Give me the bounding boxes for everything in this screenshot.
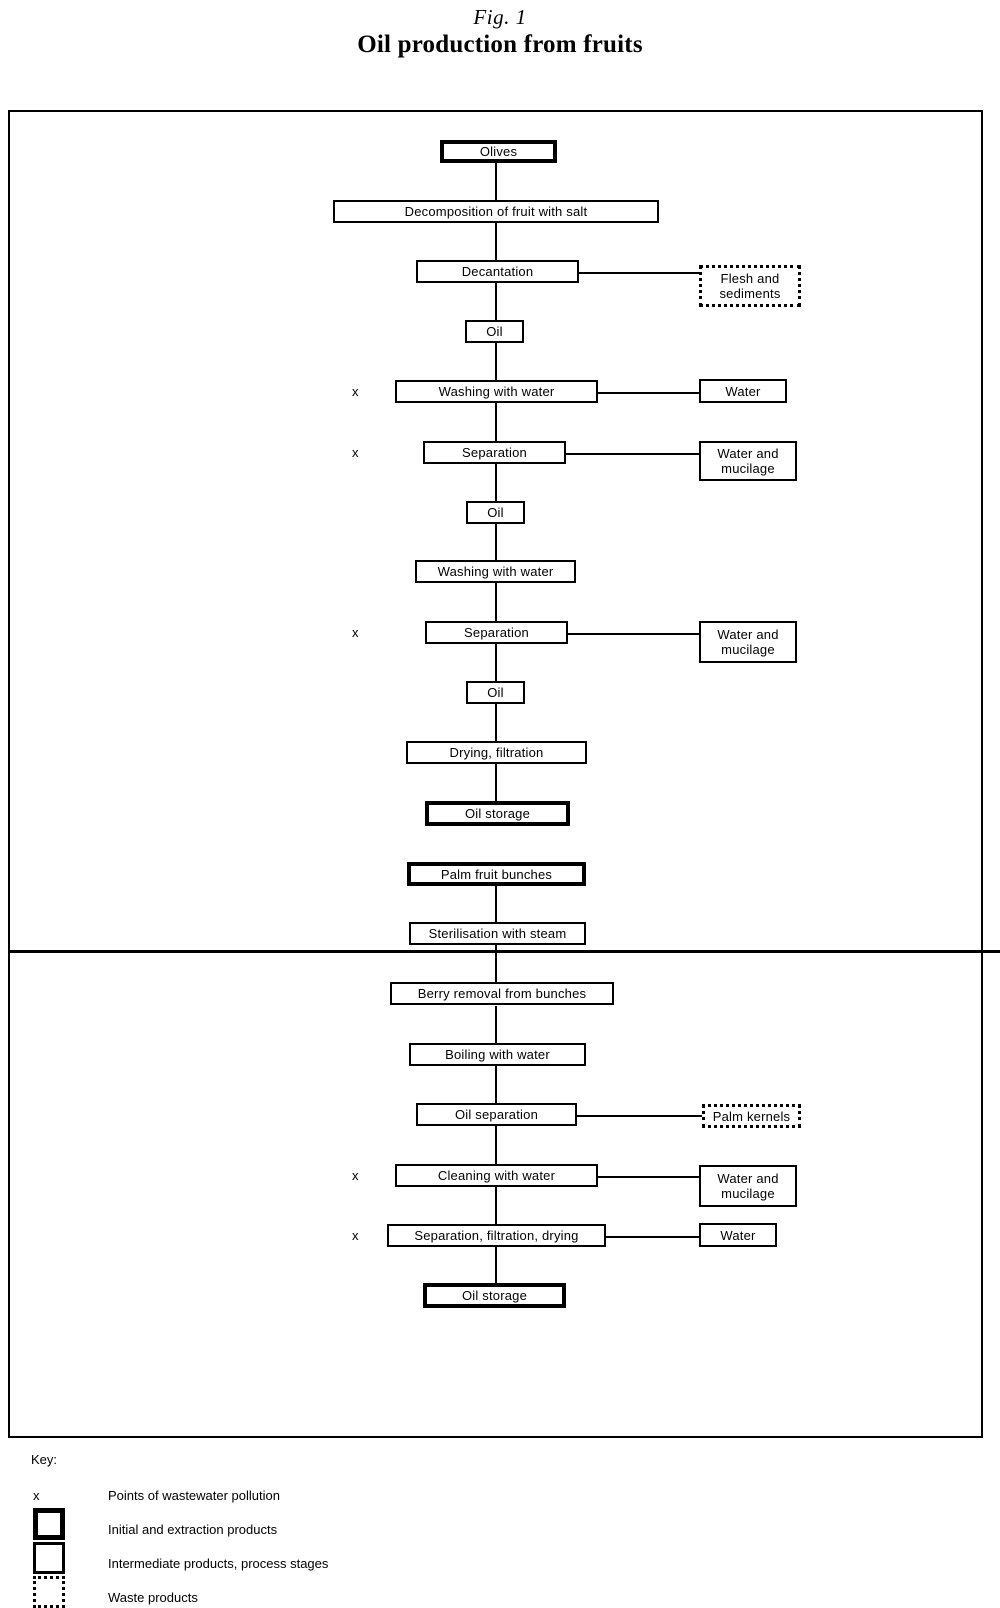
legend-swatch-dotted-icon xyxy=(33,1576,65,1608)
flow-connector-vertical xyxy=(495,283,497,320)
node-label: Separation, filtration, drying xyxy=(414,1228,579,1243)
flow-connector-vertical xyxy=(495,343,497,380)
olive-node-oil-1: Oil xyxy=(465,320,524,343)
node-label: Cleaning with water xyxy=(437,1168,556,1183)
palm-node-cleaning: Cleaning with water xyxy=(395,1164,598,1187)
palm-byproduct-palm-kernels: Palm kernels xyxy=(702,1104,801,1128)
node-label: Decomposition of fruit with salt xyxy=(404,204,588,219)
byproduct-connector xyxy=(568,633,701,635)
node-label: Oil storage xyxy=(461,1288,528,1303)
palm-node-sep-filt-dry: Separation, filtration, drying xyxy=(387,1224,606,1247)
legend-pollution-marker-icon: x xyxy=(33,1488,40,1503)
palm-node-palm-bunches: Palm fruit bunches xyxy=(407,862,586,886)
node-label: Oil xyxy=(487,505,504,520)
olive-byproduct-water-mucilage-2: Water and mucilage xyxy=(699,621,797,663)
olive-byproduct-water-1: Water xyxy=(699,379,787,403)
legend-item-label: Intermediate products, process stages xyxy=(108,1556,329,1571)
node-label: Sterilisation with steam xyxy=(428,926,567,941)
title-block: Fig. 1 Oil production from fruits xyxy=(0,4,1000,60)
olive-node-washing-2: Washing with water xyxy=(415,560,576,583)
flow-connector-vertical xyxy=(495,464,497,501)
node-label: Oil xyxy=(486,324,503,339)
byproduct-connector xyxy=(606,1236,701,1238)
pollution-point-marker: x xyxy=(352,384,359,399)
node-label: Flesh and sediments xyxy=(719,271,781,301)
flow-connector-vertical xyxy=(495,1066,497,1103)
byproduct-connector xyxy=(579,272,701,274)
node-label: Separation xyxy=(464,625,529,640)
pollution-point-marker: x xyxy=(352,1168,359,1183)
flow-connector-vertical xyxy=(495,704,497,741)
node-label: Olives xyxy=(479,144,518,159)
node-label: Drying, filtration xyxy=(449,745,544,760)
legend-item-label: Waste products xyxy=(108,1590,198,1605)
node-label: Water xyxy=(725,383,761,399)
node-label: Separation xyxy=(462,445,527,460)
flow-connector-vertical xyxy=(495,524,497,560)
palm-node-oil-storage-2: Oil storage xyxy=(423,1283,566,1308)
byproduct-connector xyxy=(566,453,701,455)
olive-node-drying: Drying, filtration xyxy=(406,741,587,764)
byproduct-connector xyxy=(577,1115,704,1117)
flow-connector-vertical xyxy=(495,223,497,260)
pollution-point-marker: x xyxy=(352,625,359,640)
byproduct-connector xyxy=(598,1176,701,1178)
flow-connector-vertical xyxy=(495,1247,497,1283)
node-label: Water xyxy=(720,1227,756,1243)
flow-connector-vertical xyxy=(495,886,497,923)
node-label: Water and mucilage xyxy=(717,1171,779,1201)
legend-swatch-thin-icon xyxy=(33,1542,65,1574)
flow-connector-vertical xyxy=(495,764,497,801)
node-label: Boiling with water xyxy=(445,1047,550,1062)
palm-node-berry-removal: Berry removal from bunches xyxy=(390,982,614,1005)
olive-byproduct-water-mucilage-1: Water and mucilage xyxy=(699,441,797,481)
olive-node-decomposition: Decomposition of fruit with salt xyxy=(333,200,659,223)
node-label: Oil separation xyxy=(454,1107,538,1122)
figure-label: Fig. 1 xyxy=(473,5,527,29)
node-label: Palm fruit bunches xyxy=(440,866,553,882)
node-label: Water and mucilage xyxy=(717,627,779,657)
node-label: Berry removal from bunches xyxy=(417,986,587,1001)
pollution-point-marker: x xyxy=(352,1228,359,1243)
node-label: Decantation xyxy=(461,264,534,279)
node-label: Washing with water xyxy=(438,384,555,399)
legend-swatch-thick-icon xyxy=(33,1508,65,1540)
flow-connector-vertical xyxy=(495,403,497,441)
olive-node-olives: Olives xyxy=(440,140,557,163)
flow-connector-vertical xyxy=(495,583,497,621)
olive-byproduct-flesh-sediments: Flesh and sediments xyxy=(699,265,801,307)
palm-node-boiling: Boiling with water xyxy=(409,1043,586,1066)
pollution-point-marker: x xyxy=(352,445,359,460)
palm-byproduct-water-2: Water xyxy=(699,1223,777,1247)
legend-item-label: Points of wastewater pollution xyxy=(108,1488,280,1503)
flow-connector-vertical xyxy=(495,1006,497,1043)
flow-connector-vertical xyxy=(495,163,497,200)
section-divider xyxy=(10,950,1000,953)
palm-node-sterilisation: Sterilisation with steam xyxy=(409,922,586,945)
flow-connector-vertical xyxy=(495,945,497,983)
flow-connector-vertical xyxy=(495,1126,497,1164)
node-label: Washing with water xyxy=(437,564,554,579)
page-title: Oil production from fruits xyxy=(357,31,643,58)
olive-node-oil-storage-1: Oil storage xyxy=(425,801,570,826)
olive-node-oil-3: Oil xyxy=(466,681,525,704)
legend-title: Key: xyxy=(31,1452,58,1467)
palm-byproduct-water-mucilage-3: Water and mucilage xyxy=(699,1165,797,1207)
byproduct-connector xyxy=(598,392,701,394)
flow-connector-vertical xyxy=(495,644,497,681)
palm-node-oil-separation: Oil separation xyxy=(416,1103,577,1126)
node-label: Oil storage xyxy=(464,806,531,821)
legend-item-label: Initial and extraction products xyxy=(108,1522,278,1537)
flow-connector-vertical xyxy=(495,1187,497,1224)
olive-node-oil-2: Oil xyxy=(466,501,525,524)
olive-node-separation-1: Separation xyxy=(423,441,566,464)
olive-node-decantation: Decantation xyxy=(416,260,579,283)
node-label: Water and mucilage xyxy=(717,446,779,476)
node-label: Oil xyxy=(487,685,504,700)
olive-node-washing-1: Washing with water xyxy=(395,380,598,403)
olive-node-separation-2: Separation xyxy=(425,621,568,644)
node-label: Palm kernels xyxy=(712,1108,791,1124)
